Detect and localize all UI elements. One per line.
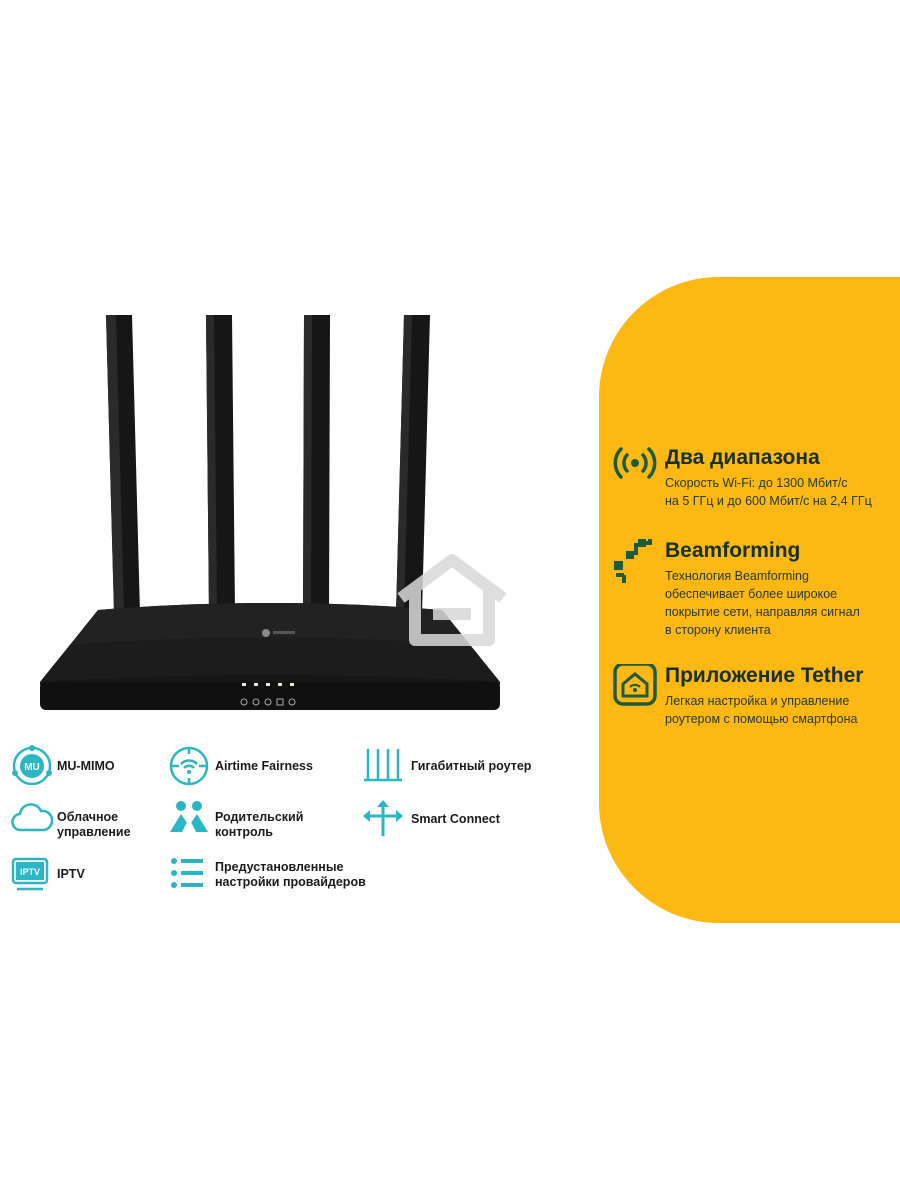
feature-beamforming: Beamforming Технология Beamforming обесп… <box>612 539 900 639</box>
desc-line: в сторону клиента <box>665 623 771 637</box>
label-line: контроль <box>215 825 273 839</box>
feature-dual-band: Два диапазона Скорость Wi-Fi: до 1300 Мб… <box>612 446 900 510</box>
small-feature-label: Smart Connect <box>411 812 500 826</box>
svg-text:IPTV: IPTV <box>20 867 40 877</box>
label-line: Облачное <box>57 810 119 824</box>
label-line: настройки провайдеров <box>215 875 366 889</box>
feature-title: Beamforming <box>665 539 801 562</box>
yellow-feature-panel <box>599 277 900 923</box>
feature-description: Технология Beamforming обеспечивает боле… <box>665 567 900 639</box>
small-feature-airtime: Airtime Fairness <box>168 745 348 790</box>
small-feature-smart-connect: Smart Connect <box>362 798 542 843</box>
label-line: Родительский <box>215 810 304 824</box>
small-feature-parental: Родительский контроль <box>168 798 348 843</box>
desc-line: Скорость Wi-Fi: до 1300 Мбит/с <box>665 476 848 490</box>
label-line: Предустановленные <box>215 860 344 874</box>
antennas-icon <box>364 749 402 782</box>
desc-line: покрытие сети, направляя сигнал <box>665 605 860 619</box>
small-feature-mu-mimo: MU MU-MIMO <box>11 745 161 790</box>
arrows-icon <box>363 800 403 836</box>
cloud-icon <box>11 803 53 832</box>
small-feature-label: Родительский контроль <box>215 810 303 840</box>
desc-line: роутером с помощью смартфона <box>665 712 858 726</box>
small-feature-label: MU-MIMO <box>57 759 115 773</box>
feature-description: Скорость Wi-Fi: до 1300 Мбит/с на 5 ГГц … <box>665 474 900 510</box>
small-feature-presets: Предустановленные настройки провайдеров <box>168 853 388 898</box>
router-antennas <box>106 315 430 613</box>
label-line: управление <box>57 825 131 839</box>
wifi-radio-icon <box>613 447 657 479</box>
home-app-icon <box>613 664 657 706</box>
mu-mimo-icon: MU <box>12 745 52 786</box>
small-feature-label: Предустановленные настройки провайдеров <box>215 860 366 890</box>
list-icon <box>171 858 203 888</box>
router-image <box>40 315 500 710</box>
desc-line: Технология Beamforming <box>665 569 809 583</box>
feature-tether-app: Приложение Tether Легкая настройка и упр… <box>612 664 900 728</box>
desc-line: обеспечивает более широкое <box>665 587 838 601</box>
feature-title: Два диапазона <box>665 446 820 469</box>
small-feature-label: Облачное управление <box>57 810 131 840</box>
small-feature-label: Airtime Fairness <box>215 759 313 773</box>
desc-line: Легкая настройка и управление <box>665 694 850 708</box>
beamforming-icon <box>614 539 652 583</box>
desc-line: на 5 ГГц и до 600 Мбит/с на 2,4 ГГц <box>665 494 872 508</box>
feature-description: Легкая настройка и управление роутером с… <box>665 692 900 728</box>
svg-text:MU: MU <box>24 762 40 773</box>
house-watermark-icon <box>397 554 507 646</box>
parental-icon <box>170 801 208 832</box>
small-feature-gigabit: Гигабитный роутер <box>362 745 542 790</box>
airtime-icon <box>169 746 209 786</box>
small-feature-label: IPTV <box>57 867 85 881</box>
iptv-icon: IPTV <box>11 857 49 891</box>
small-feature-label: Гигабитный роутер <box>411 759 532 773</box>
small-feature-iptv: IPTV IPTV <box>11 853 161 898</box>
feature-title: Приложение Tether <box>665 664 864 687</box>
small-feature-cloud: Облачное управление <box>11 798 161 843</box>
